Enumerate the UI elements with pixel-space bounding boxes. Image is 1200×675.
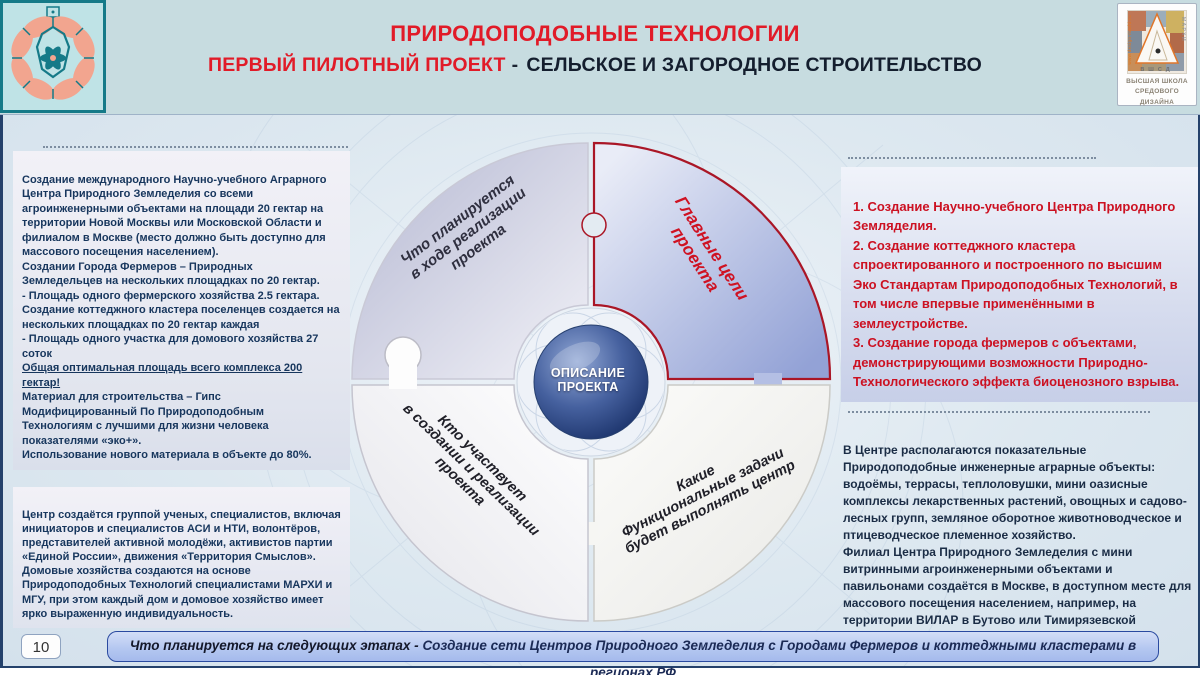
puzzle-piece-top-left <box>351 142 589 380</box>
school-logo-site: www.design-marhi.ru <box>1127 15 1132 65</box>
footer-lead-text: Что планируется на следующих этапах - <box>129 638 423 653</box>
dotted-separator-right-top <box>848 157 1096 159</box>
main-goals-text: 1. Создание Научно-учебного Центра Приро… <box>853 198 1180 390</box>
puzzle-diagram <box>351 141 832 622</box>
main-goals-panel: 1. Создание Научно-учебного Центра Приро… <box>841 167 1198 402</box>
title-subject: СЕЛЬСКОЕ И ЗАГОРОДНОЕ СТРОИТЕЛЬСТВО <box>526 54 983 76</box>
header: ПРИРОДОПОДОБНЫЕ ТЕХНОЛОГИИ ПЕРВЫЙ ПИЛОТН… <box>0 0 1200 115</box>
project-description-underlined: Общая оптимальная площадь всего комплекс… <box>22 362 303 389</box>
project-description-panel: Создание международного Научно-учебного … <box>13 151 350 470</box>
footer-bar: Что планируется на следующих этапах - Со… <box>107 631 1159 675</box>
title-line-2: ПЕРВЫЙ ПИЛОТНЫЙ ПРОЕКТ-СЕЛЬСКОЕ И ЗАГОРО… <box>130 54 1060 77</box>
title-dash: - <box>511 54 519 76</box>
school-logo-letters: ВШСД <box>1140 67 1174 73</box>
project-description-text-2: Материал для строительства – Гипс Модифи… <box>22 391 312 462</box>
school-logo-sidename: МАРХИ <box>1180 17 1186 43</box>
school-logo-collage <box>1128 11 1184 71</box>
footer-rest-text: Создание сети Центров Природного Земледе… <box>422 638 1137 675</box>
dotted-separator-right-middle <box>848 411 1150 413</box>
school-logo-caption: ВЫСШАЯ ШКОЛА СРЕДОВОГО ДИЗАЙНА <box>1126 78 1188 106</box>
puzzle-piece-bottom-left <box>351 336 589 622</box>
diagram-center-label: ОПИСАНИЕ ПРОЕКТА <box>550 366 626 394</box>
page-number: 10 <box>21 634 61 659</box>
project-description-text: Создание международного Научно-учебного … <box>22 173 340 360</box>
puzzle-notch <box>581 212 607 238</box>
functions-text: В Центре располагаются показательные При… <box>843 443 1192 644</box>
center-sphere <box>533 324 649 440</box>
content-area: Создание международного Научно-учебного … <box>0 115 1200 675</box>
sphere-highlight <box>549 341 601 375</box>
school-logo-card: www.design-marhi.ru МАРХИ ВШСД ВЫСШАЯ ШК… <box>1117 3 1197 106</box>
participants-panel: Центр создаётся группой ученых, специали… <box>13 487 350 628</box>
dotted-separator-left <box>43 146 348 148</box>
slide-title: ПРИРОДОПОДОБНЫЕ ТЕХНОЛОГИИ ПЕРВЫЙ ПИЛОТН… <box>130 21 1060 77</box>
mandala-logo-graphic <box>3 3 103 110</box>
title-project: ПЕРВЫЙ ПИЛОТНЫЙ ПРОЕКТ <box>207 54 506 76</box>
functions-panel: В Центре располагаются показательные При… <box>841 421 1199 650</box>
school-logo-icon: www.design-marhi.ru МАРХИ ВШСД <box>1127 10 1187 74</box>
mandala-logo-icon <box>0 0 106 113</box>
participants-text: Центр создаётся группой ученых, специали… <box>22 509 341 620</box>
title-line-1: ПРИРОДОПОДОБНЫЕ ТЕХНОЛОГИИ <box>390 21 800 46</box>
